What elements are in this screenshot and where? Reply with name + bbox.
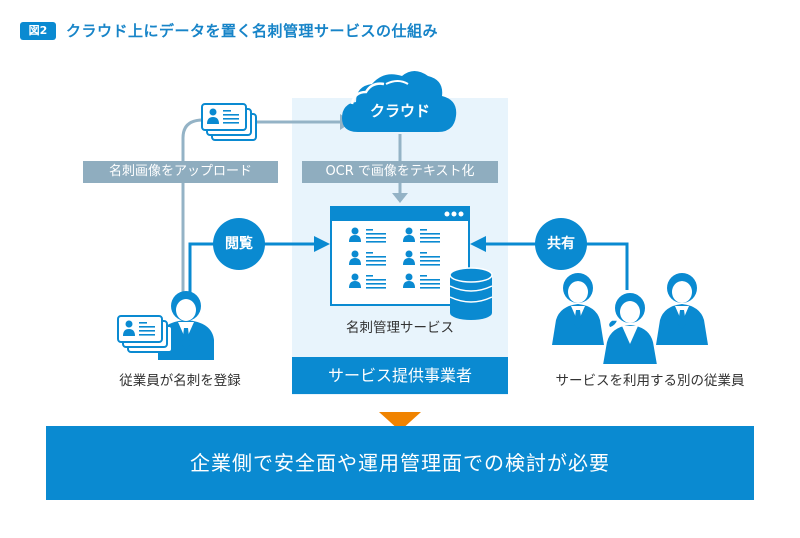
cloud-label: クラウド [369, 102, 430, 120]
database-icon [449, 267, 493, 320]
business-card-stack-icon [201, 103, 257, 141]
service-window-icon [330, 206, 470, 306]
ocr-arrowhead [392, 193, 408, 203]
left-employee-caption: 従業員が名刺を登録 [119, 373, 241, 389]
figure-title: クラウド上にデータを置く名刺管理サービスの仕組み [66, 22, 439, 40]
contact-entry-icon [403, 250, 440, 266]
employee-woman-icon [600, 291, 660, 366]
other-employees-icon [552, 273, 708, 366]
employee-left-icon [552, 273, 604, 345]
contact-entry-icon [349, 250, 386, 266]
cloud-icon [342, 71, 457, 132]
upload-label: 名刺画像をアップロード [83, 161, 278, 183]
service-caption: 名刺管理サービス [346, 320, 454, 336]
service-provider-label: サービス提供事業者 [292, 357, 508, 394]
share-connector [482, 242, 629, 290]
figure-number-badge: 図2 [20, 22, 56, 40]
share-bubble: 共有 [535, 218, 587, 270]
right-employees-caption: サービスを利用する別の従業員 [555, 373, 745, 389]
contact-entry-icon [403, 227, 440, 243]
employee-right-icon [656, 273, 708, 345]
contact-entry-icon [403, 273, 440, 289]
employee-registering-icon [117, 291, 214, 360]
view-arrowhead [314, 236, 330, 252]
conclusion-banner: 企業側で安全面や運用管理面での検討が必要 [46, 426, 754, 500]
share-arrowhead [470, 236, 486, 252]
conclusion-arrow-icon [379, 412, 421, 431]
ocr-label: OCR で画像をテキスト化 [302, 161, 498, 183]
view-connector [188, 242, 318, 305]
upload-connector [181, 118, 204, 305]
contact-entry-icon [349, 227, 386, 243]
contact-entry-icon [349, 273, 386, 289]
view-bubble: 閲覧 [213, 218, 265, 270]
